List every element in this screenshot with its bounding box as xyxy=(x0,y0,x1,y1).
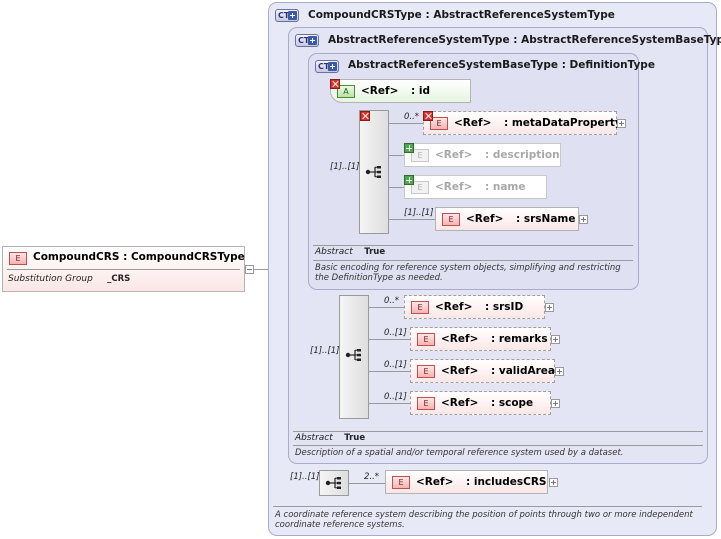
element-remarks[interactable]: E <Ref> : remarks xyxy=(410,327,551,351)
cardinality-label: [1]..[1] xyxy=(310,346,340,356)
collapse-toggle-icon[interactable] xyxy=(245,265,254,274)
connector xyxy=(389,219,435,220)
element-name[interactable]: E <Ref> : name xyxy=(404,175,547,199)
divider xyxy=(7,269,240,270)
element-tag-icon: E xyxy=(430,117,448,130)
substitution-group-value: _CRS xyxy=(107,274,131,284)
element-srsname[interactable]: E <Ref> : srsName xyxy=(435,207,579,231)
element-includescrs[interactable]: E <Ref> : includesCRS xyxy=(385,470,548,494)
element-tag-icon: E xyxy=(417,333,435,346)
element-tag-icon: E xyxy=(417,365,435,378)
prohibited-icon xyxy=(423,111,433,121)
complex-type-badge-icon: CT xyxy=(275,9,299,22)
root-element-compoundcrs[interactable]: E CompoundCRS : CompoundCRSType Substitu… xyxy=(2,246,245,292)
prohibited-icon xyxy=(330,79,340,89)
connector xyxy=(349,483,385,484)
added-icon xyxy=(404,143,414,153)
connector xyxy=(255,269,279,270)
expand-toggle-icon[interactable] xyxy=(579,215,588,224)
attribute-ref: <Ref> xyxy=(361,85,399,97)
element-description[interactable]: E <Ref> : description xyxy=(404,143,561,167)
element-srsid[interactable]: E <Ref> : srsID xyxy=(404,295,545,319)
connector xyxy=(369,307,404,308)
substitution-group-label: Substitution Group _CRS xyxy=(8,274,131,284)
complex-type-title: CompoundCRSType : AbstractReferenceSyste… xyxy=(308,9,615,21)
connector xyxy=(389,123,423,124)
divider xyxy=(313,245,633,246)
expand-toggle-icon[interactable] xyxy=(549,478,558,487)
documentation-text: A coordinate reference system describing… xyxy=(275,510,693,530)
element-tag-icon: E xyxy=(411,301,429,314)
abstract-label: Abstract True xyxy=(295,433,366,443)
complex-type-title: AbstractReferenceSystemBaseType : Defini… xyxy=(348,59,655,71)
complex-type-badge-icon: CT xyxy=(315,60,339,73)
expand-toggle-icon[interactable] xyxy=(617,119,626,128)
element-tag-icon: E xyxy=(442,213,460,226)
complex-type-badge-icon: CT xyxy=(295,34,319,47)
root-element-type: CompoundCRSType xyxy=(130,251,245,263)
element-metadataproperty[interactable]: E <Ref> : metaDataProperty xyxy=(423,111,622,135)
abstract-value: True xyxy=(364,247,386,257)
expand-toggle-icon[interactable] xyxy=(545,303,554,312)
element-tag-icon: E xyxy=(411,181,429,194)
prohibited-icon xyxy=(360,111,370,121)
expand-toggle-icon[interactable] xyxy=(551,399,560,408)
cardinality-label: 2..* xyxy=(364,472,380,482)
element-tag-icon: E xyxy=(392,476,410,489)
cardinality-label: [1]..[1] xyxy=(290,472,320,482)
documentation-text: Description of a spatial and/or temporal… xyxy=(295,448,624,458)
element-tag-icon: E xyxy=(417,397,435,410)
element-tag-icon: E xyxy=(9,252,27,265)
element-validarea[interactable]: E <Ref> : validArea xyxy=(410,359,555,383)
cardinality-label: 0..[1] xyxy=(384,392,407,402)
attribute-name: : id xyxy=(411,85,430,97)
cardinality-label: [1]..[1] xyxy=(404,208,434,218)
divider xyxy=(293,445,703,446)
root-element-name: CompoundCRS xyxy=(33,251,120,263)
cardinality-label: [1]..[1] xyxy=(330,162,360,172)
cardinality-label: 0..[1] xyxy=(384,328,407,338)
cardinality-label: 0..* xyxy=(404,112,420,122)
divider xyxy=(273,506,702,507)
divider xyxy=(293,431,703,432)
expand-toggle-icon[interactable] xyxy=(555,367,564,376)
connector xyxy=(389,155,405,156)
added-icon xyxy=(404,175,414,185)
abstract-value: True xyxy=(344,433,366,443)
connector xyxy=(369,371,410,372)
cardinality-label: 0..[1] xyxy=(384,360,407,370)
connector xyxy=(369,339,410,340)
connector xyxy=(389,187,405,188)
element-tag-icon: E xyxy=(411,149,429,162)
documentation-text: Basic encoding for reference system obje… xyxy=(315,263,621,283)
element-scope[interactable]: E <Ref> : scope xyxy=(410,391,551,415)
sequence-compositor-mid[interactable] xyxy=(339,295,369,419)
sequence-icon xyxy=(345,349,361,361)
abstract-label: Abstract True xyxy=(315,247,386,257)
attribute-tag-icon: A xyxy=(337,85,355,98)
attribute-id[interactable]: A <Ref> : id xyxy=(330,79,471,103)
sequence-icon xyxy=(325,477,341,489)
sequence-icon xyxy=(365,166,381,178)
cardinality-label: 0..* xyxy=(384,296,400,306)
connector xyxy=(369,403,410,404)
complex-type-title: AbstractReferenceSystemType : AbstractRe… xyxy=(328,34,721,46)
divider xyxy=(313,260,633,261)
expand-toggle-icon[interactable] xyxy=(551,335,560,344)
